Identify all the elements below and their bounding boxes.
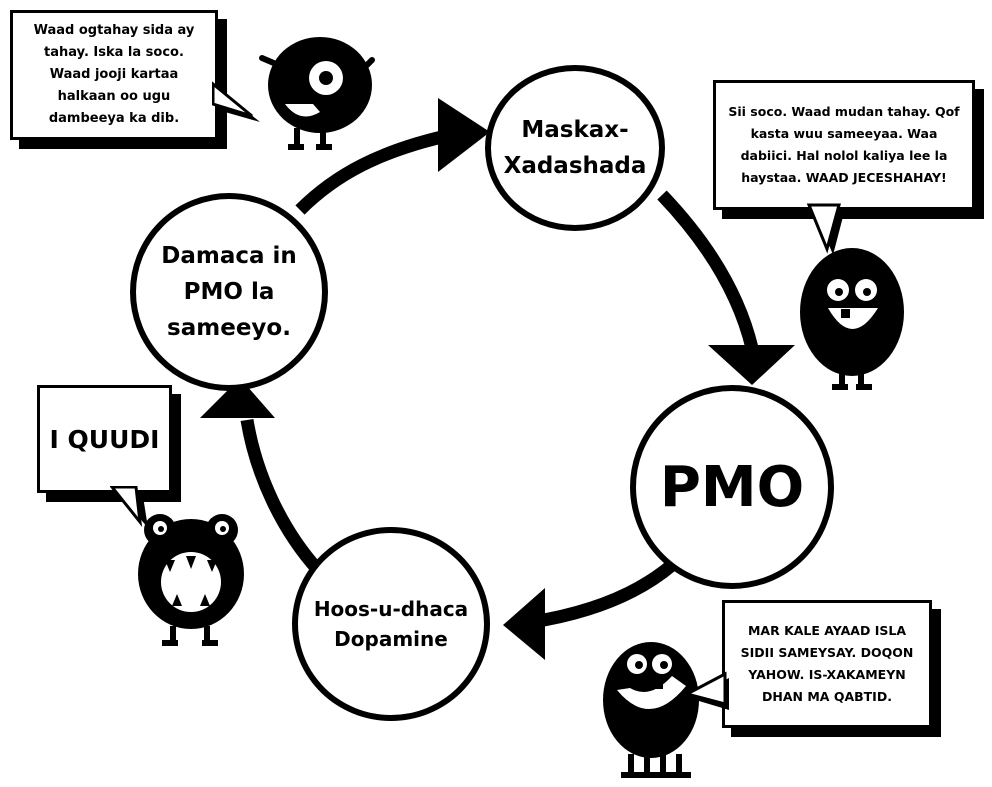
node-dopamine-drop: Hoos-u-dhaca Dopamine: [292, 527, 490, 721]
speech-bubble-top-right: Sii soco. Waad mudan tahay. Qof kasta wu…: [713, 80, 975, 210]
speech-bubble-top-right-text: Sii soco. Waad mudan tahay. Qof kasta wu…: [728, 104, 960, 185]
grinning-monster: [800, 248, 904, 390]
node-urge-label: Damaca in PMO la sameeyo.: [161, 243, 297, 341]
speech-bubble-left: I QUUDI: [37, 385, 172, 493]
arrow-urge-to-brainfog: [295, 127, 457, 215]
node-brain-fog-label: Maskax- Xadashada: [503, 117, 647, 179]
arrowhead-brainfog-to-pmo: [708, 345, 795, 385]
speech-tail-left: [110, 486, 148, 528]
arrow-pmo-to-dopamine: [530, 560, 677, 629]
arrow-brainfog-to-pmo: [657, 190, 759, 350]
feed-me-monster: [138, 514, 244, 646]
speech-tail-top-left: [212, 81, 260, 122]
mocking-monster: [603, 642, 699, 778]
speech-bubble-left-text: I QUUDI: [49, 424, 160, 454]
node-brain-fog: Maskax- Xadashada: [485, 65, 665, 231]
speech-tail-top-right: [806, 203, 845, 255]
speech-bubble-bottom-right: MAR KALE AYAAD ISLA SIDII SAMEYSAY. DOQO…: [722, 600, 932, 728]
arrow-dopamine-to-urge: [240, 418, 323, 575]
one-eyed-monster: [259, 37, 375, 150]
speech-bubble-bottom-right-text: MAR KALE AYAAD ISLA SIDII SAMEYSAY. DOQO…: [740, 623, 914, 704]
speech-tail-bottom-right: [685, 671, 729, 710]
node-pmo-label: PMO: [659, 454, 805, 520]
node-urge: Damaca in PMO la sameeyo.: [130, 193, 328, 391]
speech-bubble-top-left-text: Waad ogtahay sida ay tahay. Iska la soco…: [33, 23, 195, 126]
arrowhead-dopamine: [503, 588, 545, 660]
speech-bubble-top-left: Waad ogtahay sida ay tahay. Iska la soco…: [10, 10, 218, 140]
arrowhead-urge-to-brainfog: [438, 98, 490, 172]
node-dopamine-drop-label: Hoos-u-dhaca Dopamine: [313, 597, 469, 651]
arrowhead-urge: [200, 378, 275, 418]
node-pmo: PMO: [630, 385, 834, 589]
